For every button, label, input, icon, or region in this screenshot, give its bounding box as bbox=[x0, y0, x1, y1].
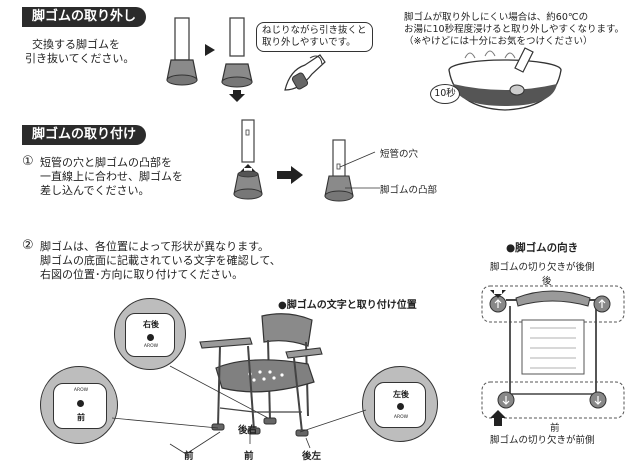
sole-front-dot bbox=[77, 400, 84, 407]
twist-tip-line-1: ねじりながら引き抜くと bbox=[262, 25, 367, 36]
orientation-front-label: 前 bbox=[550, 423, 560, 434]
sole-rear-left-brand: AROW bbox=[393, 415, 409, 420]
pipe-hole-label: 短管の穴 bbox=[380, 149, 419, 160]
orientation-title: ●脚ゴムの向き bbox=[506, 242, 579, 254]
removal-instruction-1: 交換する脚ゴムを bbox=[32, 38, 120, 51]
label-front-a: 前 bbox=[184, 451, 194, 462]
step1-line-1: 短管の穴と脚ゴムの凸部を bbox=[40, 156, 172, 169]
sole-rear-right-text: 右後 bbox=[143, 320, 159, 329]
step1-line-3: 差し込んでください。 bbox=[40, 184, 150, 197]
twist-tip-line-2: 取り外しやすいです。 bbox=[262, 37, 356, 48]
sole-front-brand: AROW bbox=[73, 388, 89, 393]
twist-hand-illustration bbox=[284, 54, 326, 91]
attach-after-illustration bbox=[324, 139, 354, 202]
hot-water-bowl-illustration bbox=[448, 47, 562, 111]
step1-line-2: 一直線上に合わせ、脚ゴムを bbox=[40, 170, 183, 183]
label-front-b: 前 bbox=[244, 451, 254, 462]
label-rear-right: 後右 bbox=[238, 425, 258, 436]
step2-line-2: 脚ゴムの底面に記載されている文字を確認して、 bbox=[40, 254, 281, 267]
removal-title: 脚ゴムの取り外し bbox=[22, 7, 147, 27]
step1-number: ① bbox=[22, 154, 34, 169]
sole-front-text: 前 bbox=[77, 413, 85, 422]
leg-before-removal-illustration bbox=[166, 17, 198, 86]
sole-rear-right-brand: AROW bbox=[143, 344, 159, 349]
orientation-bottom-label: 脚ゴムの切り欠きが前側 bbox=[490, 435, 595, 446]
attach-before-illustration bbox=[233, 119, 263, 200]
label-rear-left: 後左 bbox=[302, 451, 322, 462]
orientation-back-label: 後 bbox=[542, 276, 552, 287]
rubber-bump-label: 脚ゴムの凸部 bbox=[380, 185, 438, 196]
attach-arrow-icon bbox=[277, 166, 303, 184]
sole-front-zoom: AROW 前 bbox=[40, 366, 118, 444]
chair-figure-title: ●脚ゴムの文字と取り付け位置 bbox=[278, 300, 417, 311]
hot-water-note-2: お湯に10秒程度浸けると取り外しやすくなります。 bbox=[404, 24, 625, 35]
step2-number: ② bbox=[22, 238, 34, 253]
shower-chair-illustration bbox=[199, 313, 323, 437]
hot-water-note-3: （※やけどには十分にお気をつけください） bbox=[404, 36, 593, 47]
chair-top-view-illustration bbox=[481, 285, 625, 426]
label-leader-lines bbox=[339, 151, 380, 189]
sole-rear-left-text: 左後 bbox=[393, 390, 409, 399]
next-step-arrow-icon bbox=[205, 44, 215, 56]
orientation-top-label: 脚ゴムの切り欠きが後側 bbox=[490, 262, 595, 273]
sole-rear-left-zoom: 左後 AROW bbox=[362, 366, 438, 442]
ten-seconds-bubble: 10秒 bbox=[430, 84, 460, 104]
twist-tip-callout: ねじりながら引き抜くと 取り外しやすいです。 bbox=[256, 22, 373, 52]
step2-line-3: 右図の位置･方向に取り付けてください。 bbox=[40, 268, 244, 281]
sole-rear-right-dot bbox=[147, 334, 154, 341]
removal-instruction-2: 引き抜いてください。 bbox=[25, 52, 135, 65]
step2-line-1: 脚ゴムは、各位置によって形状が異なります。 bbox=[40, 240, 270, 253]
attach-title: 脚ゴムの取り付け bbox=[22, 125, 147, 145]
sole-rear-left-dot bbox=[397, 403, 404, 410]
leg-pulled-out-illustration bbox=[221, 17, 253, 102]
sole-rear-right-zoom: 右後 AROW bbox=[114, 298, 186, 370]
hot-water-note-1: 脚ゴムが取り外しにくい場合は、約60℃の bbox=[404, 12, 589, 23]
